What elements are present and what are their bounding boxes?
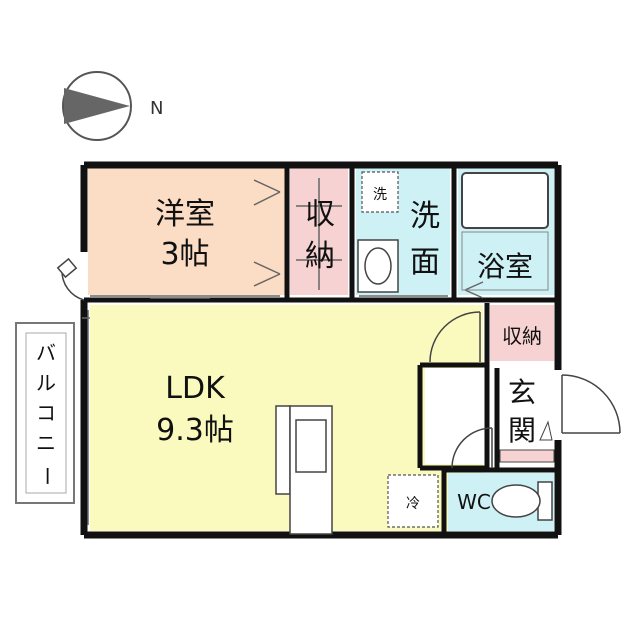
fridge-label: 冷 — [406, 496, 420, 512]
ldk-room-lower — [90, 305, 445, 531]
storage-right — [490, 305, 554, 361]
svg-text:ー: ー — [35, 466, 59, 486]
svg-text:コ: コ — [36, 401, 56, 425]
washroom-label-2: 面 — [410, 245, 440, 280]
laundry-space — [361, 171, 399, 213]
entrance-step — [499, 449, 555, 463]
entrance-floor — [500, 368, 554, 463]
walls — [80, 161, 562, 539]
svg-text:ル: ル — [36, 371, 56, 395]
bathtub — [461, 172, 549, 229]
svg-text:バ: バ — [36, 341, 56, 365]
bath-floor-line — [461, 231, 549, 291]
interior-walls — [84, 168, 558, 535]
balcony — [15, 322, 75, 504]
western-room-size: 3帖 — [160, 237, 209, 272]
storage-right-label: 収納 — [502, 324, 542, 348]
bath-label: 浴室 — [477, 250, 533, 283]
compass: N — [62, 71, 163, 141]
toilet-icon — [491, 481, 553, 521]
door-lines — [82, 178, 484, 525]
washroom-label-1: 洗 — [410, 199, 440, 234]
entrance-label-1: 玄 — [508, 376, 536, 409]
laundry-label: 洗 — [373, 187, 387, 203]
balcony-label: バ ル コ ニ ー — [35, 341, 59, 486]
fridge-space — [387, 474, 439, 528]
compass-north-label: N — [150, 98, 163, 119]
ldk-size: 9.3帖 — [156, 413, 234, 448]
western-room-name: 洋室 — [155, 197, 215, 232]
hall-area — [425, 368, 493, 464]
entrance-label-2: 関 — [508, 414, 536, 447]
washbasin-bowl — [364, 247, 392, 285]
wc-label: WC — [457, 490, 491, 514]
western-room — [88, 168, 285, 295]
svg-text:ニ: ニ — [36, 431, 56, 455]
compass-needle-icon — [64, 88, 130, 124]
storage-left-label-2: 納 — [305, 239, 335, 274]
ldk-name: LDK — [165, 371, 226, 406]
entrance-marker-icon — [539, 420, 553, 441]
kitchen-counter — [275, 405, 333, 535]
balcony-inner — [25, 332, 67, 494]
door-swings — [56, 257, 621, 469]
storage-left-label-1: 収 — [305, 197, 335, 232]
